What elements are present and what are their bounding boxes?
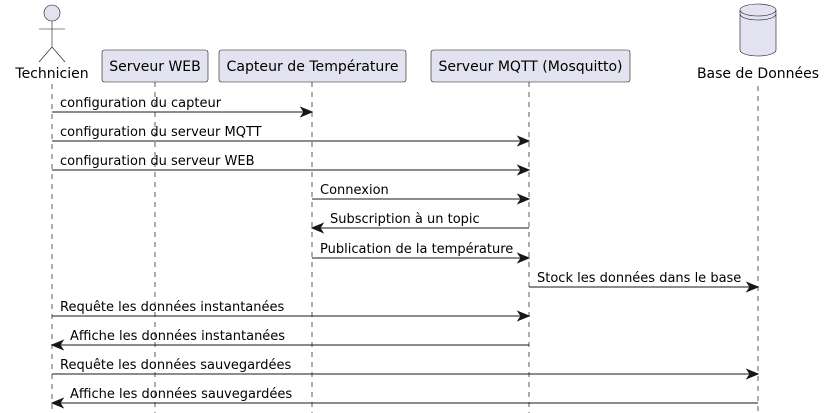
participant-technicien: Technicien	[14, 4, 89, 82]
message-label: configuration du serveur WEB	[60, 154, 255, 169]
arrow-right-icon	[516, 252, 531, 264]
message-label: Requête les données instantanées	[60, 300, 284, 315]
participant-serveur-web: Serveur WEB	[101, 49, 209, 83]
arrow-right-icon	[516, 193, 531, 205]
participant-label-serveur-web: Serveur WEB	[109, 59, 201, 75]
message-label: Connexion	[320, 183, 389, 198]
message-label: Requête les données sauvegardées	[60, 358, 292, 373]
participant-box	[101, 49, 209, 83]
message-label: Affiche les données sauvegardées	[70, 387, 292, 402]
arrow-right-icon	[299, 106, 314, 118]
message-4: Connexion	[312, 183, 531, 205]
arrow-right-icon	[745, 281, 760, 293]
message-label: Publication de la température	[320, 242, 513, 257]
message-label: configuration du serveur MQTT	[60, 125, 262, 140]
message-label: Stock les données dans le base	[537, 271, 741, 286]
message-6: Publication de la température	[312, 242, 531, 264]
message-3: configuration du serveur WEB	[52, 154, 531, 176]
participant-box	[218, 49, 407, 83]
arrow-right-icon	[516, 164, 531, 176]
message-1: configuration du capteur	[52, 96, 314, 118]
arrow-left-icon	[50, 339, 65, 351]
message-5: Subscription à un topic	[310, 212, 529, 234]
arrow-left-icon	[50, 397, 65, 409]
message-10: Requête les données sauvegardées	[52, 358, 760, 380]
actor-label-technicien: Technicien	[14, 66, 88, 82]
message-7: Stock les données dans le base	[529, 271, 760, 293]
participant-label-mqtt: Serveur MQTT (Mosquitto)	[439, 59, 623, 75]
message-11: Affiche les données sauvegardées	[50, 387, 758, 409]
message-label: Affiche les données instantanées	[70, 329, 285, 344]
arrow-right-icon	[516, 135, 531, 147]
participant-capteur: Capteur de Température	[218, 49, 407, 83]
database-icon	[739, 3, 777, 57]
participant-label-capteur: Capteur de Température	[227, 59, 399, 75]
message-label: configuration du capteur	[60, 96, 222, 111]
participant-mqtt: Serveur MQTT (Mosquitto)	[430, 49, 631, 83]
message-9: Affiche les données instantanées	[50, 329, 529, 351]
actor-icon	[38, 4, 66, 63]
message-8: Requête les données instantanées	[52, 300, 531, 322]
message-2: configuration du serveur MQTT	[52, 125, 531, 147]
arrow-right-icon	[745, 368, 760, 380]
participant-box	[430, 49, 631, 83]
message-label: Subscription à un topic	[330, 212, 480, 227]
participant-bdd: Base de Données	[697, 3, 819, 82]
arrow-right-icon	[516, 310, 531, 322]
arrow-left-icon	[310, 222, 325, 234]
database-label-bdd: Base de Données	[697, 66, 819, 82]
